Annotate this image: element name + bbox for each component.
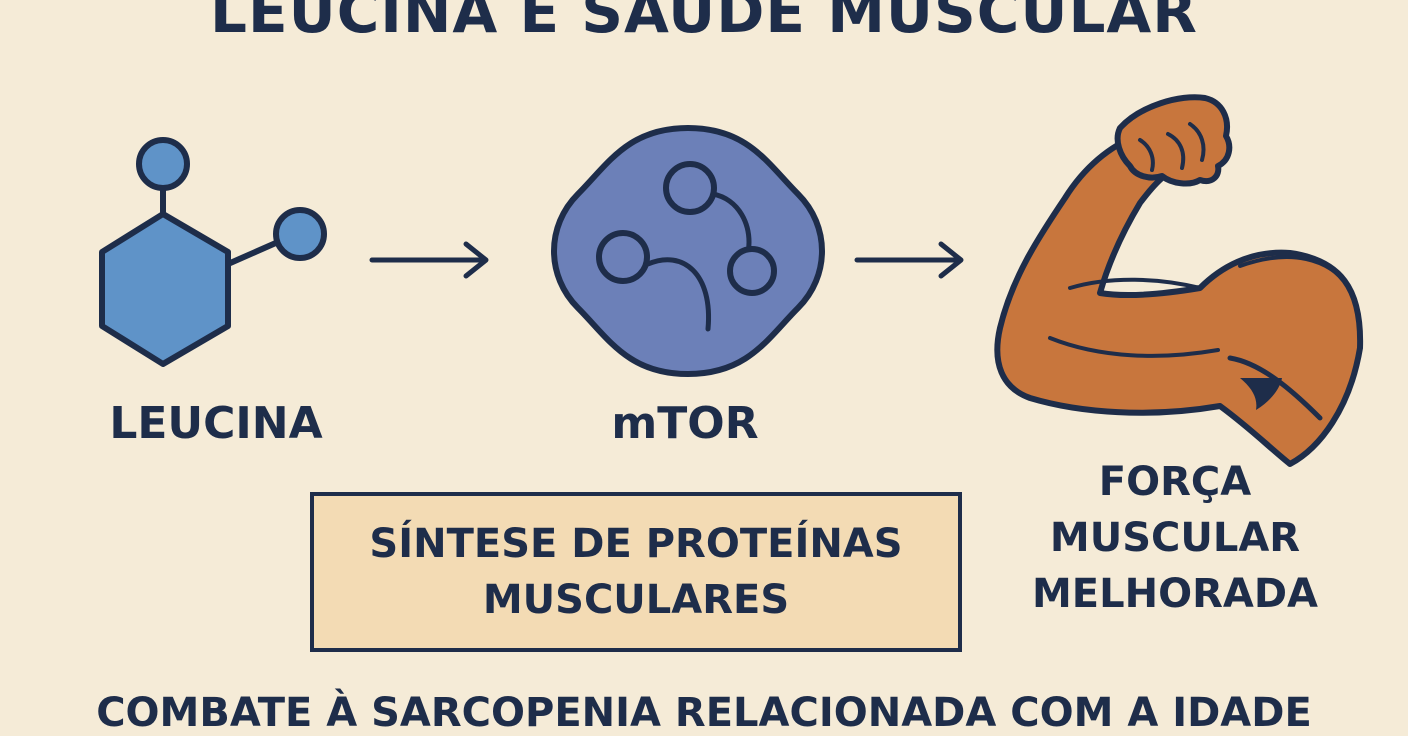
molecule-icon xyxy=(99,137,327,367)
protein-synthesis-box: SÍNTESE DE PROTEÍNAS MUSCULARES xyxy=(310,492,962,652)
forca-line: FORÇA xyxy=(1098,459,1252,505)
page-title: LEUCINA E SAÚDE MUSCULAR xyxy=(210,0,1198,46)
flexed-arm-icon xyxy=(994,94,1364,467)
synthesis-line: SÍNTESE DE PROTEÍNAS xyxy=(369,521,903,567)
node-label-leucina: LEUCINA xyxy=(109,398,323,449)
footer-caption: COMBATE À SARCOPENIA RELACIONADA COM A I… xyxy=(96,690,1312,736)
arrow-right-icon xyxy=(369,241,489,279)
mtor-complex-icon xyxy=(551,124,825,378)
forca-line: MELHORADA xyxy=(1031,571,1318,617)
forca-line: MUSCULAR xyxy=(1049,515,1301,561)
node-label-forca-muscular: FORÇA MUSCULAR MELHORADA xyxy=(990,454,1360,622)
node-label-mtor: mTOR xyxy=(611,398,759,449)
synthesis-line: MUSCULARES xyxy=(482,577,790,623)
arrow-right-icon xyxy=(854,241,964,279)
